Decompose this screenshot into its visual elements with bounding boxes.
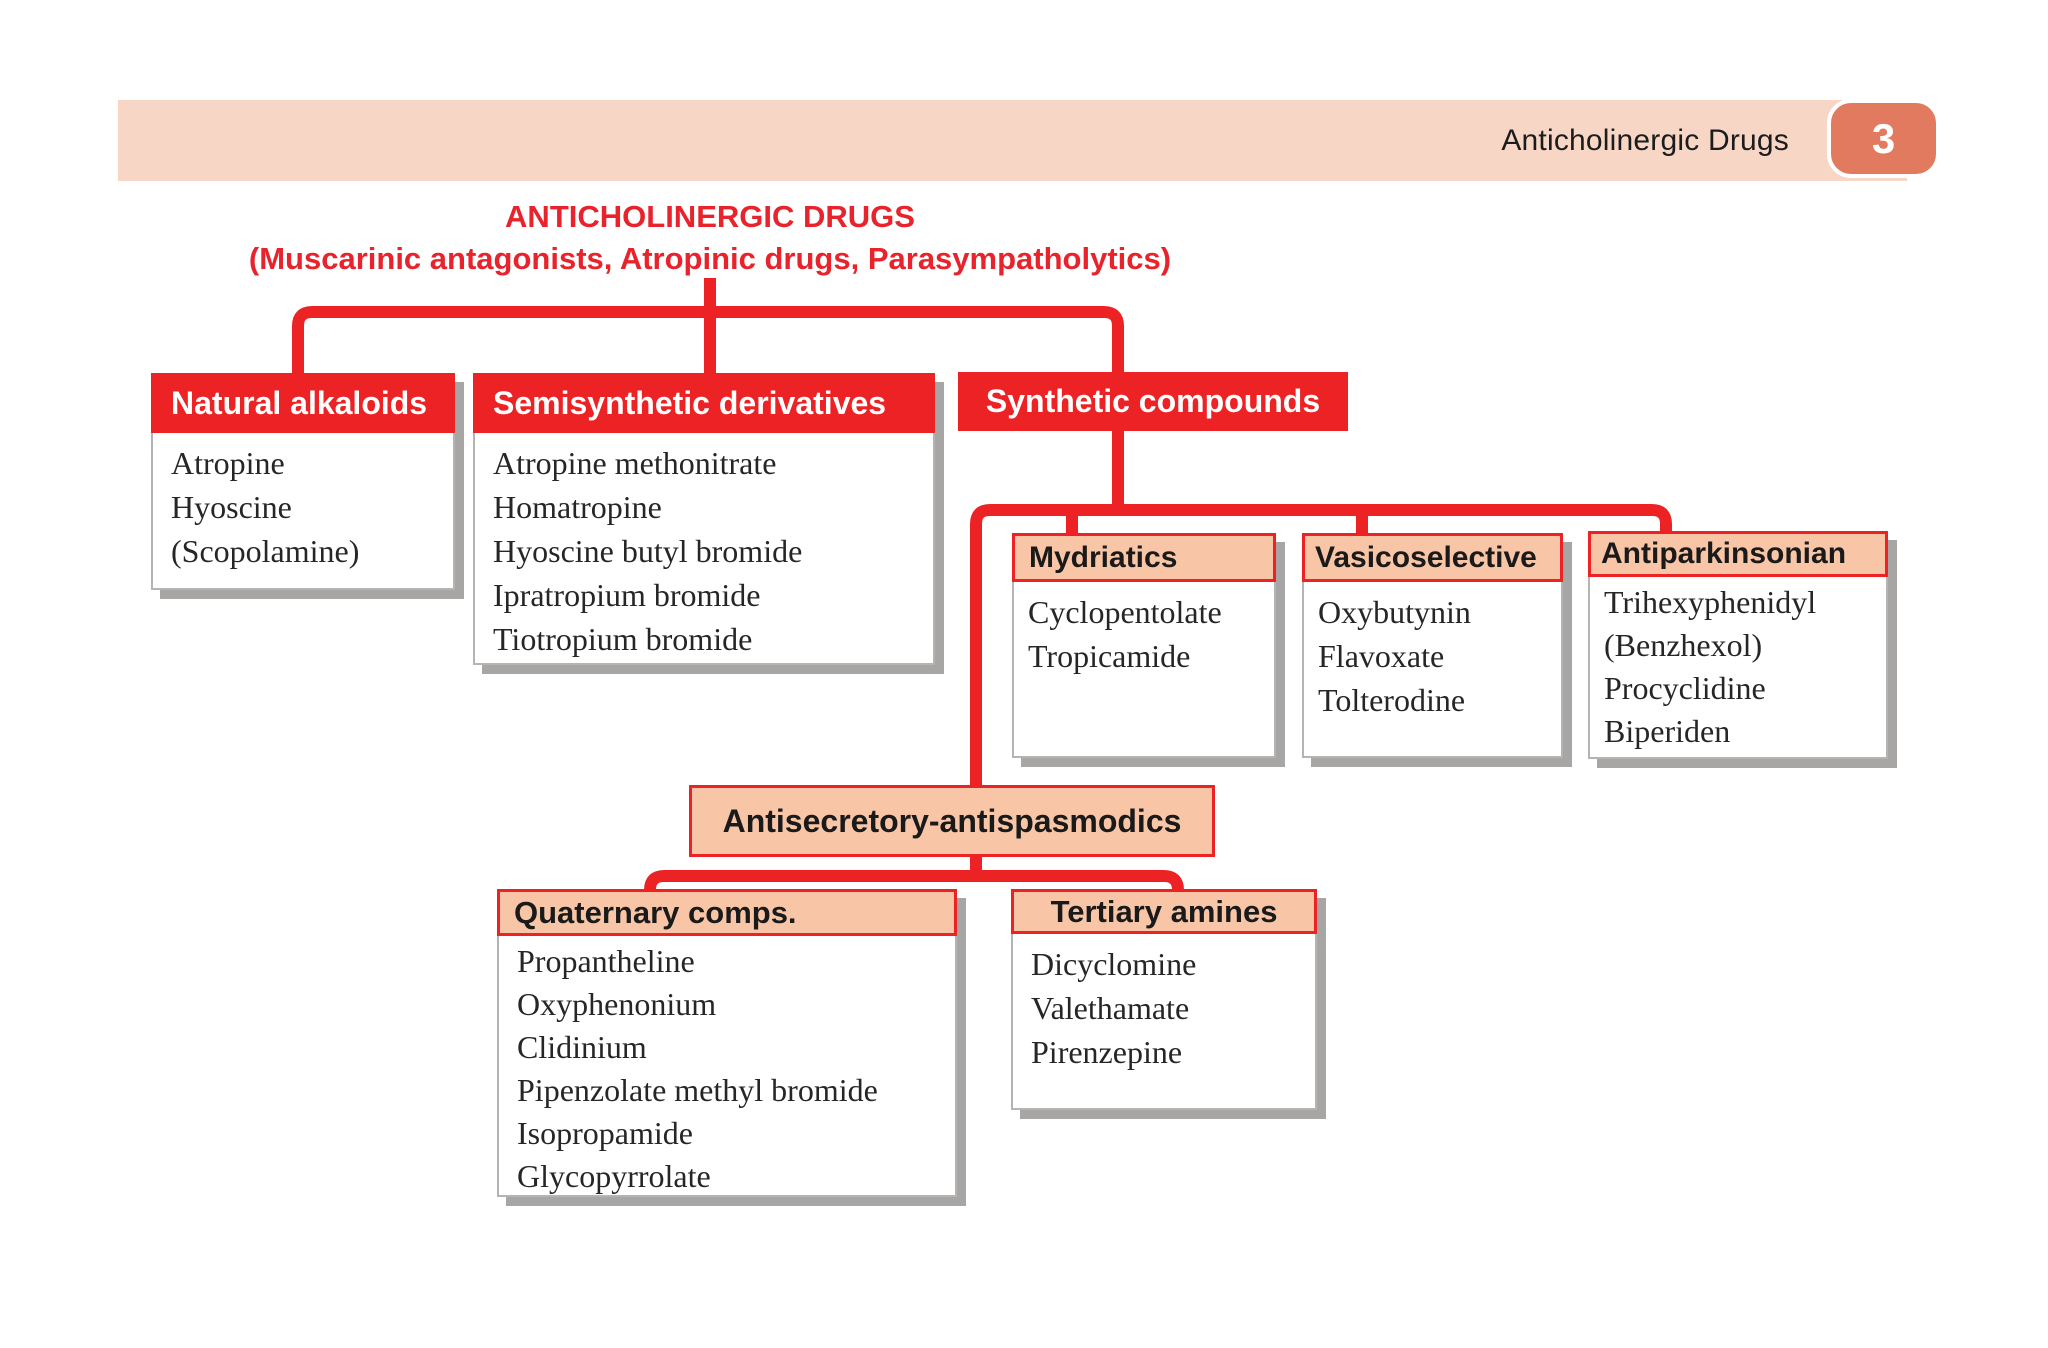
drug-item: Tropicamide bbox=[1028, 638, 1191, 674]
drug-item: Flavoxate bbox=[1318, 638, 1445, 674]
drug-item: Pipenzolate methyl bromide bbox=[517, 1072, 878, 1108]
drug-item: (Scopolamine) bbox=[171, 533, 360, 569]
page-header-bar: Anticholinergic Drugs bbox=[118, 100, 1907, 181]
drug-item: Pirenzepine bbox=[1031, 1034, 1183, 1070]
drug-item: Ipratropium bromide bbox=[493, 577, 761, 613]
box-synthetic-compounds: Synthetic compounds bbox=[958, 372, 1348, 431]
box-natural-alkaloids-body: Atropine Hyoscine (Scopolamine) bbox=[151, 433, 455, 590]
box-vasicoselective-body: Oxybutynin Flavoxate Tolterodine bbox=[1302, 582, 1563, 758]
box-mydriatics: Mydriatics Cyclopentolate Tropicamide bbox=[1012, 533, 1276, 758]
box-quaternary-comps-body: Propantheline Oxyphenonium Clidinium Pip… bbox=[497, 936, 957, 1197]
drug-item: Biperiden bbox=[1604, 713, 1731, 749]
drug-item: Trihexyphenidyl bbox=[1604, 584, 1817, 620]
drug-item: Glycopyrrolate bbox=[517, 1158, 711, 1194]
drug-item: Clidinium bbox=[517, 1029, 647, 1065]
page-number: 3 bbox=[1871, 114, 1896, 162]
box-mydriatics-header: Mydriatics bbox=[1012, 533, 1276, 582]
drug-item: Hyoscine butyl bromide bbox=[493, 533, 803, 569]
box-semisynthetic-derivatives-body: Atropine methonitrate Homatropine Hyosci… bbox=[473, 433, 935, 665]
drug-item: Procyclidine bbox=[1604, 670, 1766, 706]
box-mydriatics-body: Cyclopentolate Tropicamide bbox=[1012, 582, 1276, 758]
drug-item: Oxyphenonium bbox=[517, 986, 717, 1022]
drug-item: (Benzhexol) bbox=[1604, 627, 1763, 663]
drug-item: Tiotropium bromide bbox=[493, 621, 753, 657]
drug-item: Atropine methonitrate bbox=[493, 445, 777, 481]
connector-level1-rail bbox=[292, 306, 1124, 375]
diagram-title: ANTICHOLINERGIC DRUGS (Muscarinic antago… bbox=[60, 196, 1360, 280]
drug-item: Tolterodine bbox=[1318, 682, 1466, 718]
box-tertiary-amines-body: Dicyclomine Valethamate Pirenzepine bbox=[1011, 934, 1317, 1110]
box-semisynthetic-derivatives-header: Semisynthetic derivatives bbox=[473, 373, 935, 433]
drug-item: Valethamate bbox=[1031, 990, 1190, 1026]
box-antisecretory-antispasmodics-header: Antisecretory-antispasmodics bbox=[689, 785, 1215, 857]
connector-synthetic-rail bbox=[970, 504, 1672, 788]
box-vasicoselective: Vasicoselective Oxybutynin Flavoxate Tol… bbox=[1302, 533, 1563, 758]
box-antiparkinsonian-body: Trihexyphenidyl (Benzhexol) Procyclidine… bbox=[1588, 577, 1888, 759]
page-header-title: Anticholinergic Drugs bbox=[1501, 123, 1789, 157]
drug-item: Isopropamide bbox=[517, 1115, 693, 1151]
diagram-title-line1: ANTICHOLINERGIC DRUGS bbox=[505, 199, 915, 234]
box-quaternary-comps: Quaternary comps. Propantheline Oxypheno… bbox=[497, 889, 957, 1197]
box-synthetic-compounds-header: Synthetic compounds bbox=[958, 372, 1348, 431]
drug-item: Dicyclomine bbox=[1031, 946, 1197, 982]
box-antiparkinsonian: Antiparkinsonian Trihexyphenidyl (Benzhe… bbox=[1588, 531, 1888, 759]
diagram-title-line2: (Muscarinic antagonists, Atropinic drugs… bbox=[248, 241, 1172, 276]
box-semisynthetic-derivatives: Semisynthetic derivatives Atropine metho… bbox=[473, 373, 935, 665]
box-vasicoselective-header: Vasicoselective bbox=[1302, 533, 1563, 582]
connector-lower-rail bbox=[644, 870, 1184, 893]
box-antiparkinsonian-header: Antiparkinsonian bbox=[1588, 531, 1888, 577]
box-tertiary-amines: Tertiary amines Dicyclomine Valethamate … bbox=[1011, 889, 1317, 1110]
box-antisecretory-antispasmodics: Antisecretory-antispasmodics bbox=[689, 785, 1215, 857]
page-number-badge: 3 bbox=[1827, 99, 1940, 178]
drug-item: Hyoscine bbox=[171, 489, 292, 525]
drug-item: Propantheline bbox=[517, 943, 695, 979]
drug-item: Homatropine bbox=[493, 489, 662, 525]
drug-item: Oxybutynin bbox=[1318, 594, 1471, 630]
box-tertiary-amines-header: Tertiary amines bbox=[1011, 889, 1317, 934]
box-natural-alkaloids-header: Natural alkaloids bbox=[151, 373, 455, 433]
drug-item: Atropine bbox=[171, 445, 285, 481]
box-quaternary-comps-header: Quaternary comps. bbox=[497, 889, 957, 936]
drug-item: Cyclopentolate bbox=[1028, 594, 1222, 630]
box-natural-alkaloids: Natural alkaloids Atropine Hyoscine (Sco… bbox=[151, 373, 455, 590]
